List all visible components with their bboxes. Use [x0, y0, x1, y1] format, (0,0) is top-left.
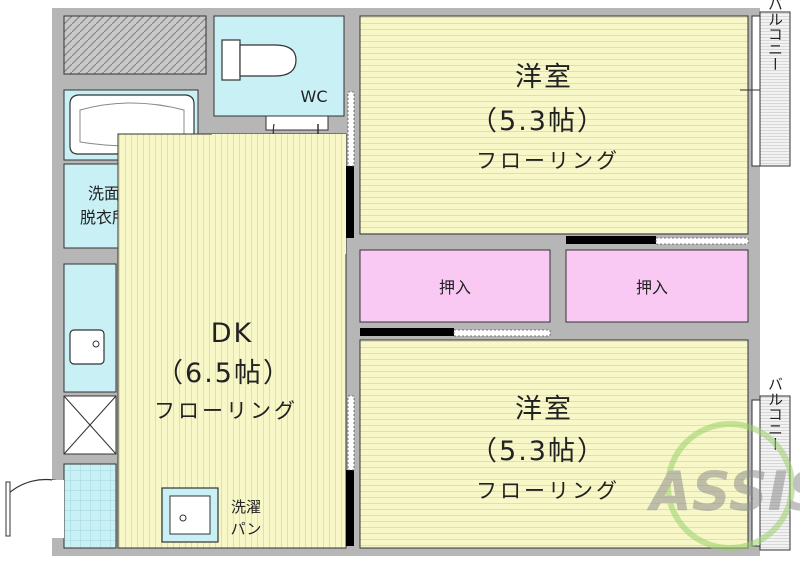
door-top-room [346, 166, 354, 238]
western-bottom-size: （5.3帖） [470, 436, 606, 467]
logo-ring [665, 421, 795, 551]
dk-size: （6.5帖） [156, 358, 292, 389]
logo-text: ASSIS [646, 460, 800, 523]
sliding-door-bottom-a [360, 328, 454, 336]
western-top-size: （5.3帖） [470, 106, 606, 137]
balcony-top-window [751, 15, 761, 167]
wc-door-opening [265, 115, 329, 131]
toilet-tank [221, 39, 241, 81]
western-room-top [359, 15, 749, 235]
dk-floor: フローリング [154, 399, 298, 423]
laundry-drain [179, 514, 187, 522]
entrance [63, 463, 117, 549]
washroom-label-2: 脱衣所 [80, 208, 128, 227]
sink-drain [92, 340, 100, 348]
closet-left-label: 押入 [439, 278, 471, 297]
entrance-opening [52, 480, 64, 538]
closet-right-label: 押入 [636, 278, 668, 297]
sliding-door-top-b [655, 237, 749, 245]
storage-hatch [63, 15, 207, 75]
balcony-top-label: バルコニー [766, 0, 784, 72]
laundry-pan-inner [169, 495, 211, 535]
sink-icon [69, 329, 105, 365]
wc-label: WC [301, 87, 328, 106]
western-top-floor: フローリング [476, 149, 620, 173]
closet-right [565, 249, 749, 323]
balcony-bottom-label: バルコニー [766, 377, 784, 452]
balcony-top [759, 11, 791, 167]
door-bottom-room [346, 470, 354, 546]
washroom-label-1: 洗面 [88, 184, 120, 203]
laundry-label-1: 洗濯 [231, 498, 261, 516]
entrance-door [5, 481, 11, 537]
laundry-label-2: パン [231, 520, 262, 538]
door-bottom-room-slide [347, 395, 355, 471]
balcony-bottom-window [751, 399, 761, 547]
western-top-name: 洋室 [515, 62, 573, 93]
western-bottom-name: 洋室 [515, 394, 573, 425]
door-top-room-slide [347, 91, 355, 167]
sliding-door-top-a [566, 236, 656, 244]
western-bottom-floor: フローリング [476, 479, 620, 503]
fridge-cross-b [63, 395, 117, 455]
kitchen-counter [63, 263, 117, 393]
dk-name: DK [211, 318, 254, 349]
sliding-door-bottom-b [453, 329, 551, 337]
assist-logo: ASSIS [646, 421, 800, 551]
closet-left [359, 249, 551, 323]
dk-room-upper [212, 134, 346, 254]
toilet-icon [239, 44, 297, 77]
